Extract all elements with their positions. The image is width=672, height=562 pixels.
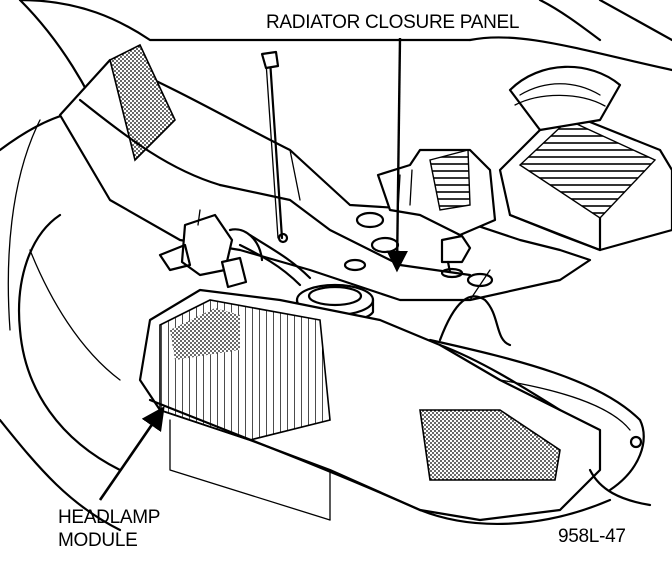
headlamp-module-leader — [98, 406, 165, 501]
headlamp-module-label-line2: MODULE — [58, 530, 138, 551]
latch-hardware — [158, 209, 264, 289]
headlamp-module-label-line1: HEADLAMP — [58, 507, 161, 528]
headlamp-module — [138, 288, 612, 526]
long-screw — [260, 50, 289, 244]
right-fender-edge — [428, 338, 652, 507]
leader-lines — [98, 37, 409, 501]
fender — [0, 0, 122, 532]
figure-code: 958L-47 — [558, 526, 626, 547]
hood-opening — [18, 0, 672, 72]
radiator-closure-panel-leader — [386, 37, 409, 273]
mounting-bolt — [440, 234, 472, 279]
headlamp-module-label: HEADLAMP MODULE — [58, 506, 160, 552]
hoses — [238, 233, 512, 347]
air-cleaner-housing — [498, 65, 672, 252]
radiator-closure-panel-label: RADIATOR CLOSURE PANEL — [266, 12, 520, 33]
